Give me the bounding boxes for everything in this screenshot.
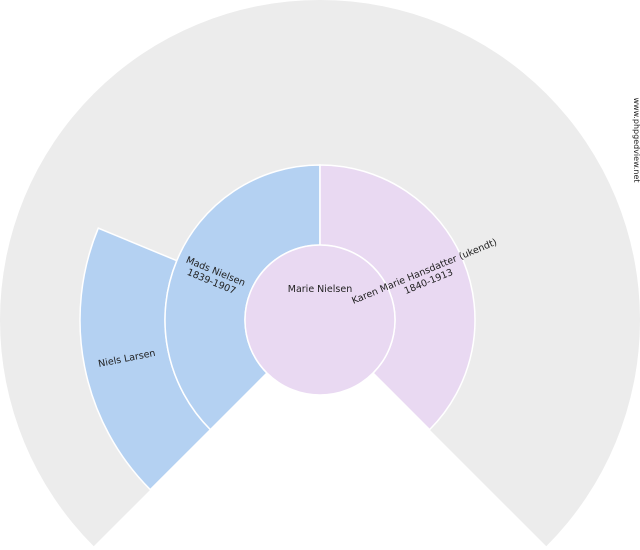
watermark: www.phpgedview.net bbox=[632, 97, 640, 182]
root-person-name: Marie Nielsen bbox=[288, 284, 352, 295]
root-person-circle[interactable] bbox=[244, 244, 396, 396]
